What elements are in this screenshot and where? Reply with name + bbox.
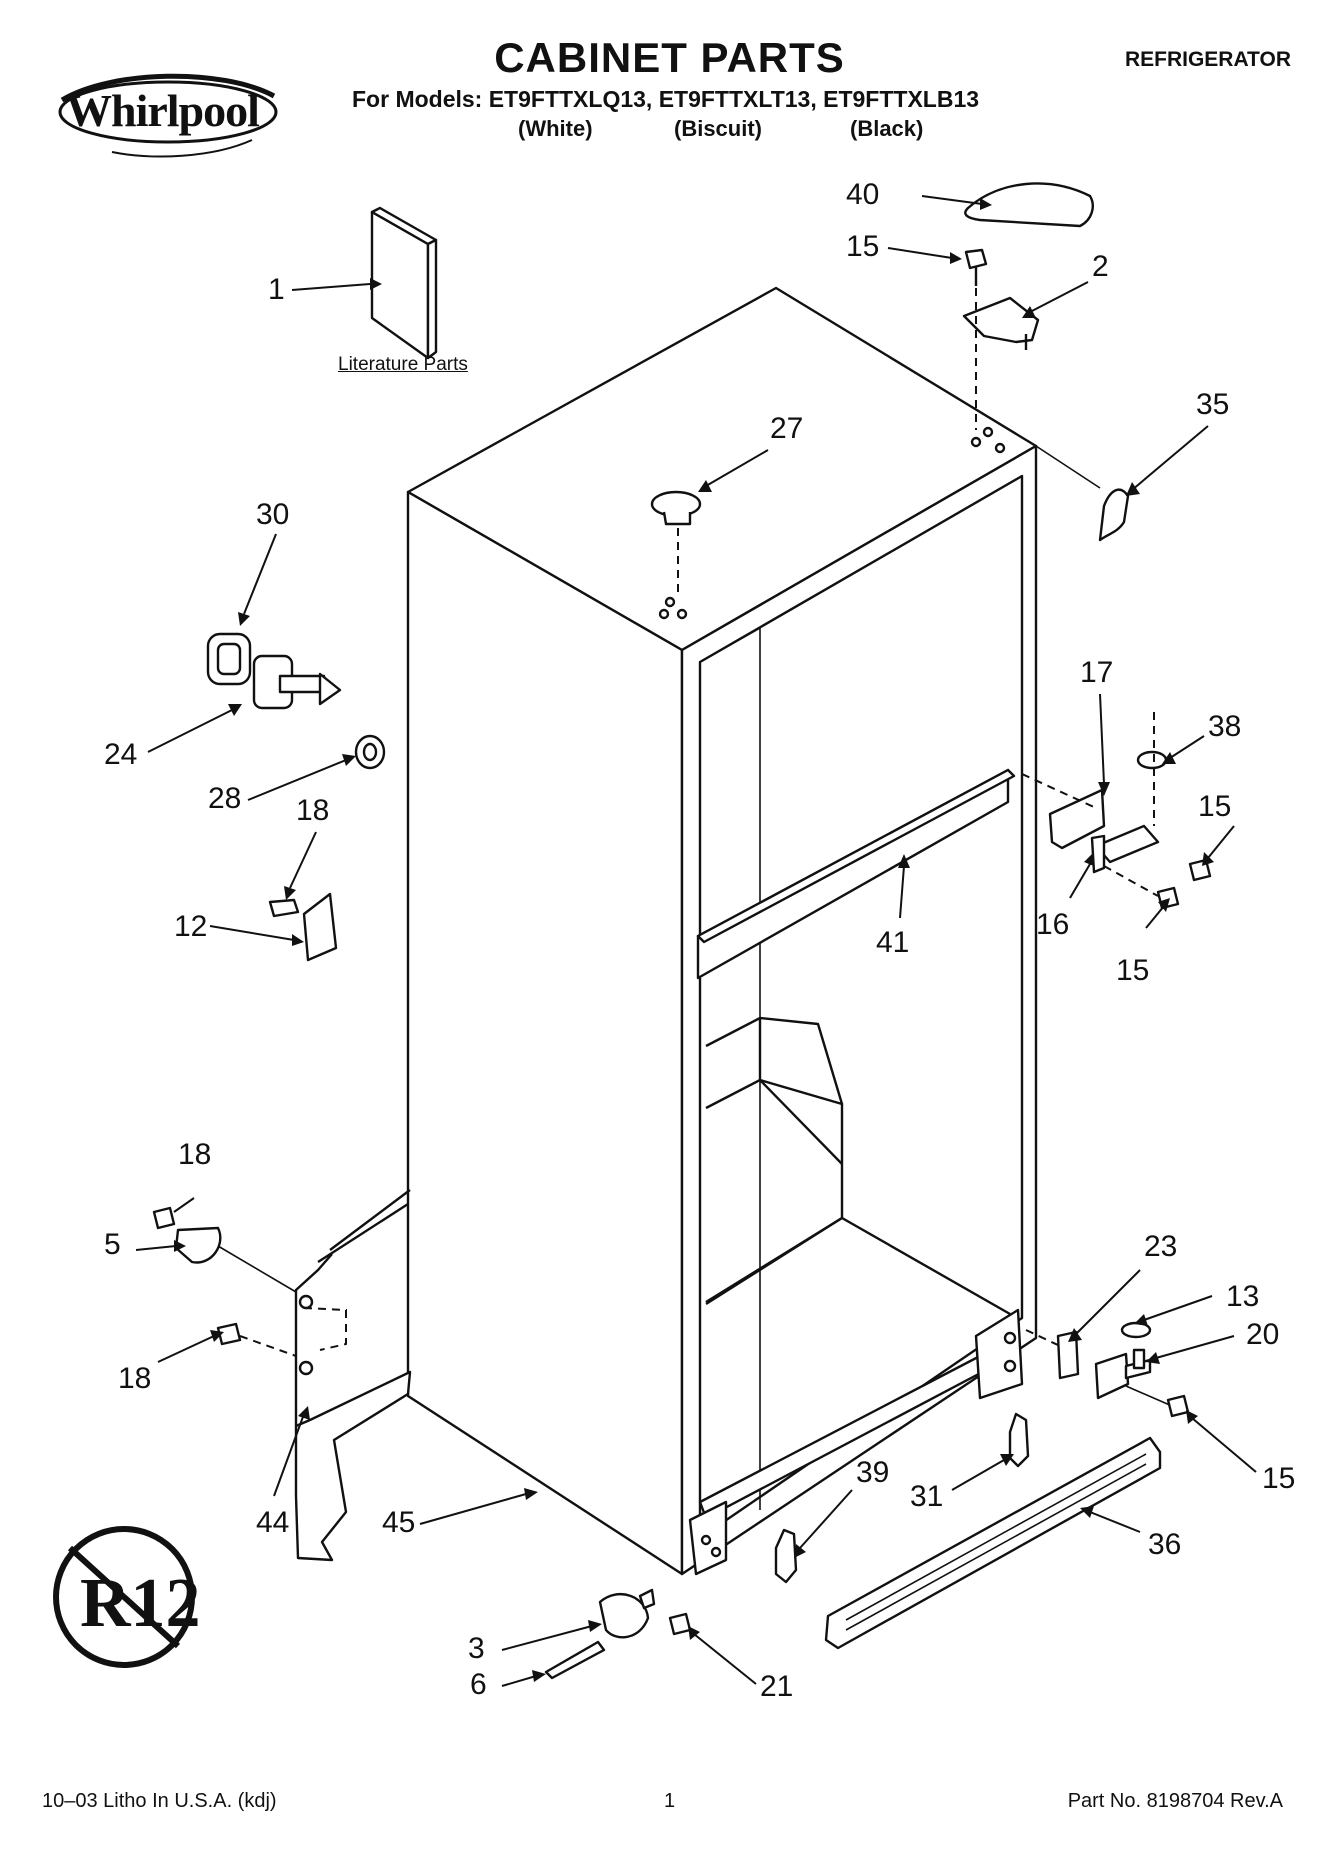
callout-44: 44 [256, 1506, 290, 1539]
leveling-roller-icon [544, 1588, 656, 1680]
literature-parts-caption: Literature Parts [338, 354, 468, 375]
hinge-cap-icon [964, 182, 1094, 228]
door-stop-icon [252, 654, 342, 710]
callout-28: 28 [208, 782, 242, 815]
clip-bracket-icon [268, 892, 338, 962]
page-title: CABINET PARTS [494, 34, 845, 81]
shim-icon [1056, 1330, 1080, 1380]
callout-15-bottom: 15 [1262, 1462, 1296, 1495]
callout-38: 38 [1208, 710, 1242, 743]
screw-icon [668, 1612, 692, 1636]
plug-icon [650, 490, 702, 526]
top-hinge-icon [962, 296, 1040, 344]
callout-45: 45 [382, 1506, 416, 1539]
callout-1: 1 [268, 273, 285, 306]
brand-name: Whirlpool [66, 85, 260, 136]
screw-icon [1166, 1394, 1190, 1418]
callout-21: 21 [760, 1670, 794, 1703]
logo-swirl-icon [58, 73, 278, 158]
callout-18-clamp: 18 [178, 1138, 212, 1171]
grille-clip-icon [774, 1528, 798, 1584]
screw-icon [964, 248, 988, 286]
callout-41: 41 [876, 926, 910, 959]
cabinet-body [406, 286, 1038, 1576]
callout-31: 31 [910, 1480, 944, 1513]
callout-24: 24 [104, 738, 138, 771]
callout-23: 23 [1144, 1230, 1178, 1263]
callout-39: 39 [856, 1456, 890, 1489]
callout-35: 35 [1196, 388, 1230, 421]
hinge-cover-icon [1098, 488, 1130, 542]
back-panel-bracket [294, 1189, 412, 1562]
whirlpool-logo: Whirlpool [52, 60, 284, 170]
callout-27: 27 [770, 412, 804, 445]
variant-biscuit: (Biscuit) [674, 116, 762, 141]
grille-clip-icon [1008, 1412, 1030, 1468]
callout-20: 20 [1246, 1318, 1280, 1351]
print-info: 10–03 Litho In U.S.A. (kdj) [42, 1790, 277, 1812]
callout-leaders [135, 195, 1257, 1687]
grommet-icon [206, 632, 252, 686]
bottom-hinge-icon [1094, 1348, 1152, 1400]
callout-12: 12 [174, 910, 208, 943]
part-number: Part No. 8198704 Rev.A [1067, 1790, 1283, 1812]
toe-grille-icon [824, 1436, 1162, 1650]
screw-icon [216, 1322, 242, 1346]
callout-15-top: 15 [846, 230, 880, 263]
callout-13: 13 [1226, 1280, 1260, 1313]
page-number: 1 [664, 1790, 676, 1812]
literature-booklet-icon [370, 206, 438, 360]
callout-36: 36 [1148, 1528, 1182, 1561]
variant-black: (Black) [850, 116, 924, 141]
callout-3: 3 [468, 1632, 485, 1665]
callout-15-mid-right: 15 [1198, 790, 1232, 823]
callout-30: 30 [256, 498, 290, 531]
callout-16: 16 [1036, 908, 1070, 941]
callout-2: 2 [1092, 250, 1109, 283]
callout-18-upper: 18 [296, 794, 330, 827]
variant-white: (White) [518, 116, 593, 141]
callout-15-mid: 15 [1116, 954, 1150, 987]
center-hinge-icon [1048, 788, 1160, 874]
callout-6: 6 [470, 1668, 487, 1701]
callout-40: 40 [846, 178, 880, 211]
callout-18-lower: 18 [118, 1362, 152, 1395]
screw-icon [152, 1206, 176, 1230]
callout-5: 5 [104, 1228, 121, 1261]
cord-clamp-icon [174, 1226, 222, 1264]
washer-icon [1136, 750, 1168, 770]
model-list: For Models: ET9FTTXLQ13, ET9FTTXLT13, ET… [352, 86, 980, 112]
callout-17: 17 [1080, 656, 1114, 689]
appliance-category: REFRIGERATOR [1124, 48, 1291, 71]
r12-prohibited-icon: R12 [53, 1526, 201, 1668]
